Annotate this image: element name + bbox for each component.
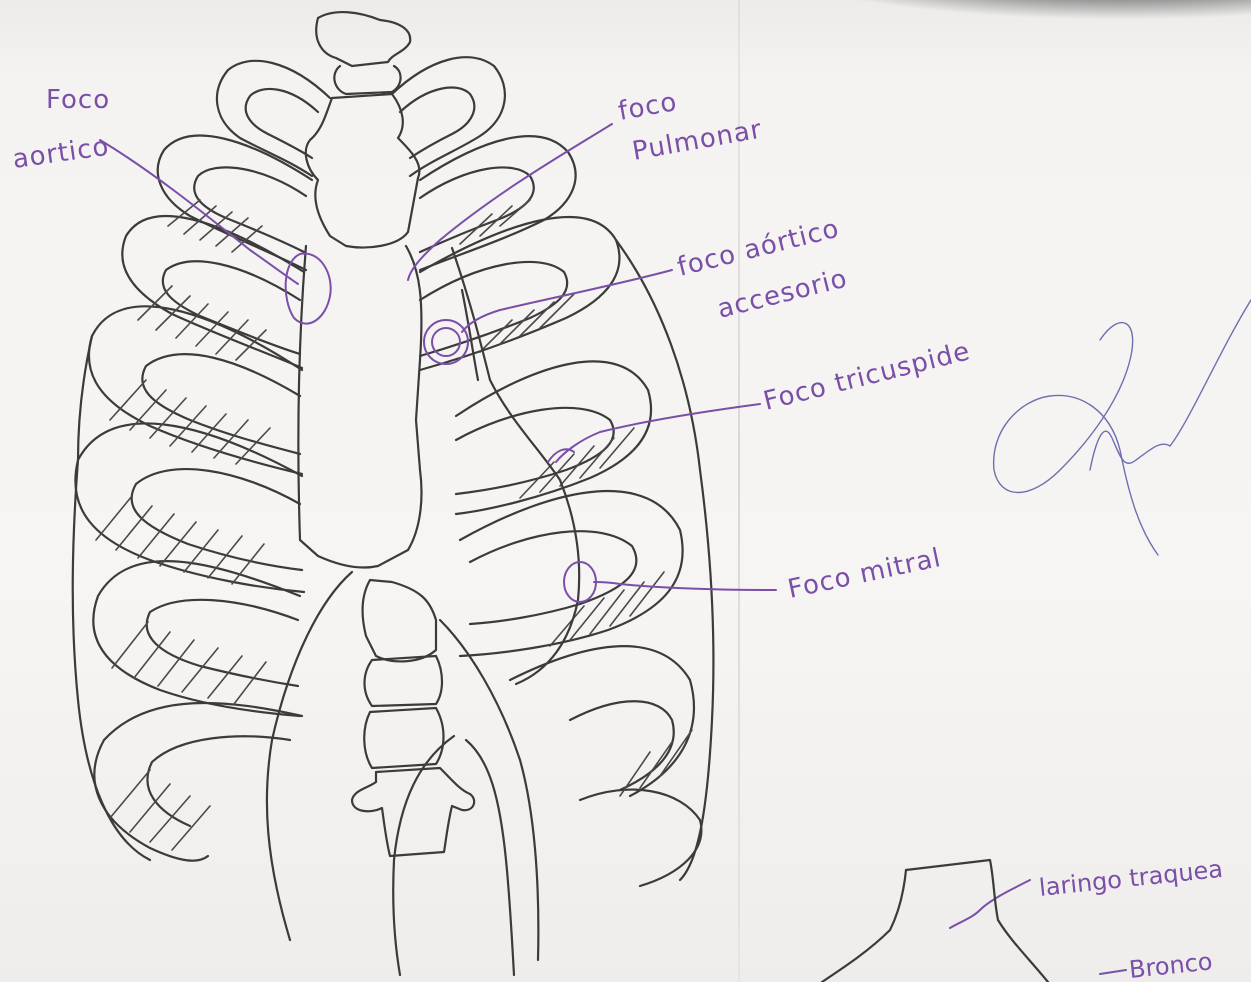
- left-ribs: [73, 61, 330, 861]
- spine: [352, 580, 474, 856]
- label-foco-aortico-2: aortico: [11, 132, 111, 175]
- trachea-sketch: [822, 860, 1048, 982]
- label-foco-tricuspide: Foco tricuspide: [760, 336, 973, 416]
- accessory-aortic-circle-inner: [432, 328, 460, 356]
- sternum: [298, 94, 421, 568]
- abdominal-lines: [267, 572, 538, 975]
- label-foco-pulmonar-2: Pulmonar: [630, 115, 764, 167]
- label-foco-pulmonar-1: foco: [616, 87, 680, 127]
- right-ribs: [392, 57, 714, 886]
- cervical-vertebra: [316, 12, 410, 94]
- label-foco-aortico-accesorio-2: accesorio: [714, 264, 850, 325]
- label-laringo-traqueal: laringo traquea: [1038, 855, 1224, 902]
- label-foco-aortico-1: Foco: [46, 85, 110, 115]
- label-foco-mitral: Foco mitral: [785, 543, 944, 605]
- signature: [994, 300, 1251, 555]
- bronco-leader: [1100, 970, 1126, 974]
- label-bronco: Bronco: [1128, 947, 1214, 982]
